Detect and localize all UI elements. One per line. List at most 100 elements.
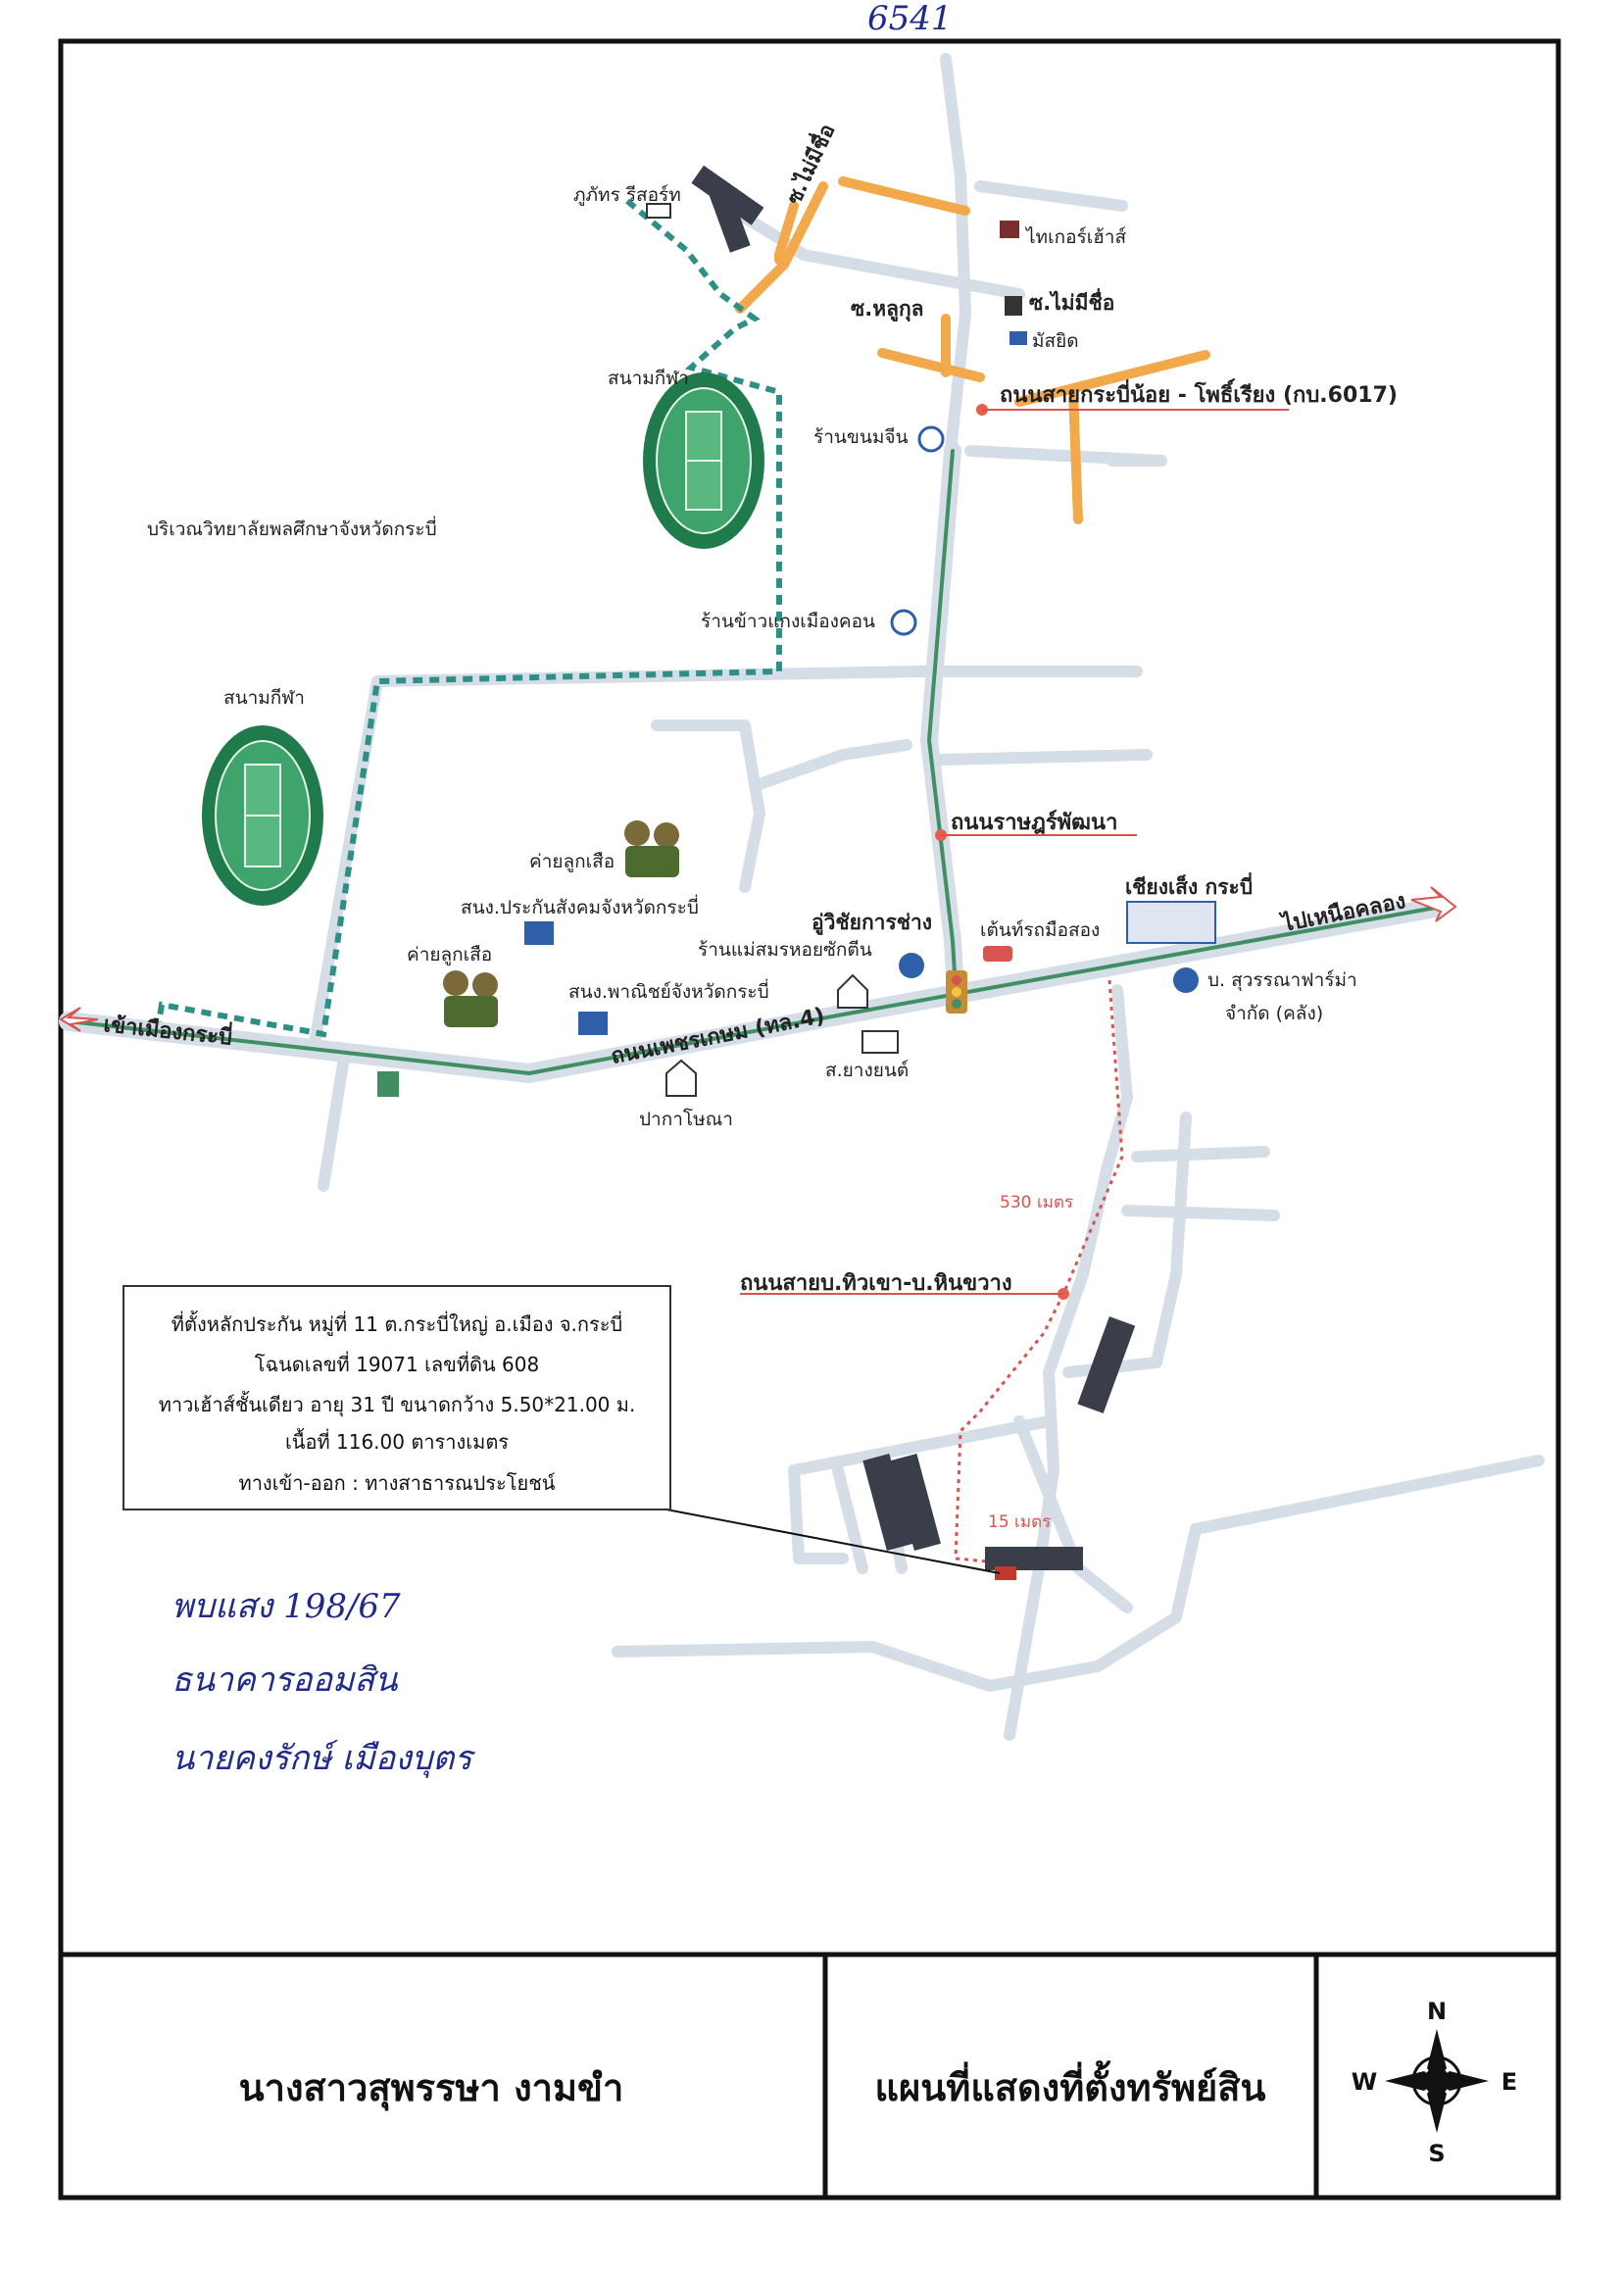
label-phuphat-resort: ภูภัทร รีสอร์ท [573,184,681,206]
label-chiang-seng: เชียงเส็ง กระบี่ [1125,871,1253,899]
label-college: บริเวณวิทยาลัยพลศึกษาจังหวัดกระบี่ [147,516,437,540]
shop-row-icon [1126,901,1216,944]
label-scout-camp-1: ค่ายลูกเสือ [529,851,615,872]
label-to-city: เข้าเมืองกระบี่ [102,1008,233,1051]
stadium-icon [643,372,764,549]
label-pakasot: ปากาโษณา [639,1108,733,1130]
label-soi-lukul: ซ.หลูกุล [851,297,924,322]
label-stadium-1: สนามกีฬา [608,368,689,389]
road-markers [740,404,1289,1300]
traffic-light-green [952,999,961,1009]
soi-line [735,181,828,314]
side-road [788,1464,849,1564]
side-road [935,749,1153,766]
stamp-number: 6541 [867,0,953,38]
townhouse-block-icon [985,1547,1083,1580]
mosque-icon [1009,331,1027,345]
soi-line [838,176,970,216]
arrow-right-icon [1410,886,1457,922]
traffic-light-red [952,975,961,985]
owner-name: นางสาวสุพรรษา งามขำ [239,2066,624,2111]
soi-line [774,201,799,265]
label-commerce-office: สนง.พาณิชย์จังหวัดกระบี่ [568,978,769,1003]
restaurant-icon [917,425,945,453]
stadium-icon [202,725,323,906]
warehouse-icon [1173,967,1199,993]
rat-phatthana-road-base [920,442,964,999]
label-road-thio-khao: ถนนสายบ.ทิวเขา-บ.หินขวาง [740,1271,1012,1296]
label-tiger-house: ไทเกอร์เฮ้าส์ [1024,226,1126,248]
side-road [318,1058,349,1192]
map-title: แผนที่แสดงที่ตั้งทรัพย์สิน [875,2060,1266,2109]
info-line-5: ทางเข้า-ออก : ทางสาธารณประโยชน์ [239,1471,556,1495]
soi-line [1068,387,1083,524]
townhouse-block-icon [691,165,764,253]
handwritten-note-1: พบแสง 198/67 [172,1587,401,1626]
leader-line [665,1509,1001,1574]
label-road-krabi-noi: ถนนสายกระบี่น้อย - โพธิ์เรียง (กบ.6017) [1000,378,1398,408]
compass-n: N [1427,1998,1447,2025]
soi-line [877,348,985,382]
label-soi-no-name-2: ซ.ไม่มีชื่อ [1029,287,1114,315]
label-khanom-chin: ร้านขนมจีน [813,426,908,448]
shop-icon [837,973,868,1009]
info-line-3: ทาวเฮ้าส์ชั้นเดียว อายุ 31 ปี ขนาดกว้าง … [159,1391,636,1417]
seven-eleven-icon [377,1071,399,1097]
office-icon [524,921,554,945]
car-icon [983,946,1012,962]
arrow-left-icon [59,1007,99,1032]
label-scout-camp-2: ค่ายลูกเสือ [407,944,492,965]
garage-icon [899,953,924,978]
outer-frame [58,38,1561,2201]
soi-line [1014,350,1210,407]
side-road [974,180,1128,212]
side-road [832,1464,868,1574]
compass-w: W [1352,2068,1377,2096]
handwritten-note-3: นายคงรักษ์ เมืองบุตร [172,1739,475,1778]
side-road [371,666,1143,687]
townhouse-block-icon [862,1453,941,1551]
label-u-wichai: อู่วิชัยการช่าง [812,911,932,936]
scout-icon [443,970,498,1027]
info-box-frame [123,1285,671,1510]
scout-icon [624,820,679,877]
label-suwanna-farma: บ. สุวรรณาฟาร์ม่า [1207,969,1357,992]
label-tent-rot: เต้นท์รถมือสอง [980,919,1100,941]
side-road [651,719,765,893]
handwritten-note-2: ธนาคารออมสิน [172,1660,398,1700]
side-road [788,1415,1055,1476]
side-road [940,53,971,457]
label-soi-no-name-1: ซ.ไม่มีชื่อ [778,119,839,208]
billboard-icon [665,1059,697,1097]
side-road [1121,1205,1280,1221]
label-road-rat-phatthana: ถนนราษฎร์พัฒนา [951,810,1117,835]
info-line-1: ที่ตั้งหลักประกัน หมู่ที่ 11 ต.กระบี่ใหญ… [172,1311,622,1337]
dotted-path [154,198,782,1038]
sois [735,176,1210,524]
collateral-info-box: ที่ตั้งหลักประกัน หมู่ที่ 11 ต.กระบี่ใหญ… [123,1285,671,1510]
compass-icon: N S W E [1352,1998,1517,2167]
label-social-security: สนง.ประกันสังคมจังหวัดกระบี่ [461,894,699,918]
label-stadium-2: สนามกีฬา [223,687,305,709]
traffic-light-yellow [952,987,961,997]
label-khao-kaeng: ร้านข้าวแกงเมืองคอน [701,611,875,632]
direction-arrows [59,886,1457,1032]
label-mosque: มัสยิด [1032,330,1079,352]
tyre-shop-icon [861,1030,899,1054]
label-road-phetkasem: ถนนเพชรเกษม (ทล.4) [609,1004,826,1069]
townhouse-block-icon [1077,1316,1136,1413]
info-line-2: โฉนดเลขที่ 19071 เลขที่ดิน 608 [255,1351,539,1376]
restaurant-icon [890,609,917,636]
info-line-4: เนื้อที่ 116.00 ตารางเมตร [285,1428,509,1454]
place-icons [377,203,1216,1097]
label-distance-530: 530 เมตร [1000,1193,1073,1213]
label-laundry: ร้านแม่สมรหอยซักตีน [698,939,872,961]
building-icon [1000,221,1019,238]
building-icon [1005,296,1022,316]
label-distance-15: 15 เมตร [988,1512,1051,1532]
label-sor-yangyon: ส.ยางยนต์ [825,1060,909,1081]
compass-e: E [1501,2068,1517,2096]
side-road [612,1455,1545,1692]
